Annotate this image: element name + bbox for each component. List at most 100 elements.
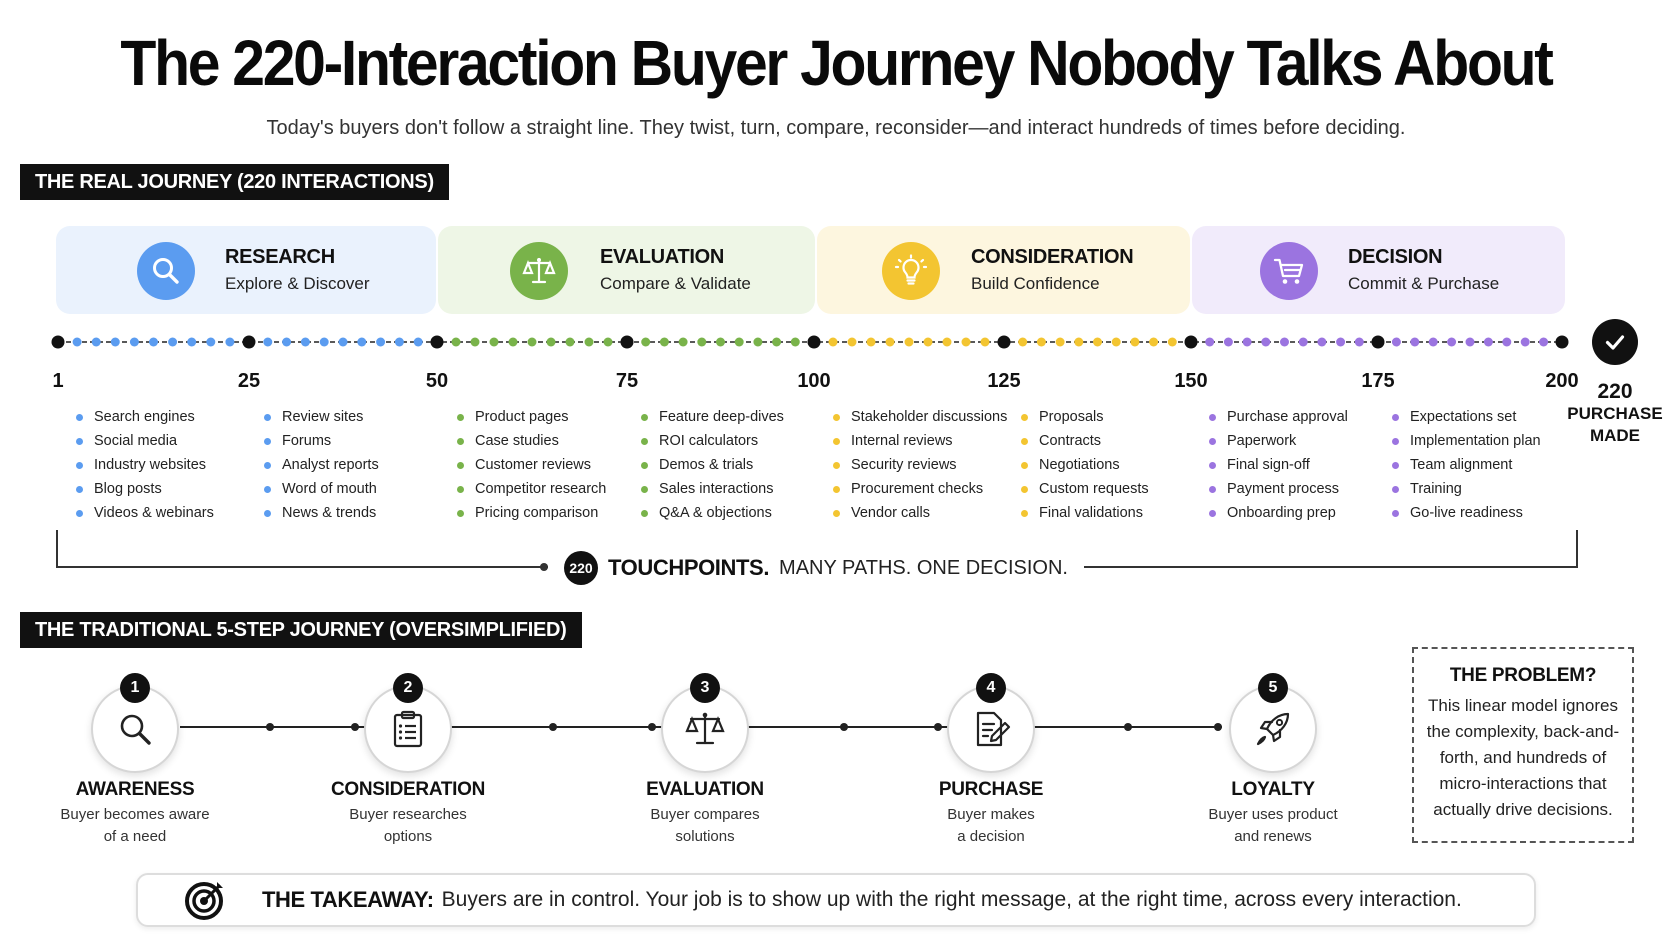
timeline-dot: [187, 337, 197, 347]
timeline-dot: [659, 337, 669, 347]
timeline-milestone: [430, 335, 444, 349]
bullet-item: Expectations set: [1392, 405, 1541, 429]
step-number: 3: [690, 673, 720, 703]
timeline-dot: [942, 337, 952, 347]
step-title: LOYALTY: [1231, 779, 1315, 800]
stage-name: CONSIDERATION: [971, 246, 1134, 268]
bullet-item: Vendor calls: [833, 501, 1007, 525]
step-desc-line: solutions: [675, 828, 735, 845]
timeline-milestone: [807, 335, 821, 349]
problem-callout: THE PROBLEM? This linear model ignores t…: [1412, 647, 1634, 843]
timeline-dot: [168, 337, 178, 347]
timeline-dot: [1298, 337, 1308, 347]
stage-consideration-card: CONSIDERATION Build Confidence: [817, 226, 1190, 314]
purchase-line2: MADE: [1589, 426, 1641, 445]
timeline-dot: [357, 337, 367, 347]
timeline-dot: [584, 337, 594, 347]
step-title: CONSIDERATION: [330, 779, 486, 800]
step-number: 5: [1258, 673, 1288, 703]
problem-title: THE PROBLEM?: [1449, 665, 1597, 686]
real-journey-label: THE REAL JOURNEY (220 INTERACTIONS): [20, 164, 449, 200]
stage-research-card: RESEARCH Explore & Discover: [56, 226, 436, 314]
step-title: AWARENESS: [75, 779, 195, 800]
step-title: PURCHASE: [938, 779, 1044, 800]
bullet-item: Q&A & objections: [641, 501, 784, 525]
timeline-dot: [603, 337, 613, 347]
timeline-dot: [772, 337, 782, 347]
timeline-dot: [546, 337, 556, 347]
timeline-dot: [149, 337, 158, 347]
timeline-dot: [376, 337, 386, 347]
timeline-dot: [470, 337, 480, 347]
bullet-item: Onboarding prep: [1209, 501, 1348, 525]
lightbulb-icon: [882, 242, 940, 300]
touchpoints-badge: 220: [564, 551, 598, 585]
purchase-number: 220: [1597, 380, 1633, 403]
bullet-item: Payment process: [1209, 477, 1348, 501]
bullet-item: Analyst reports: [264, 453, 379, 477]
tick-label: 150: [1174, 370, 1208, 392]
stage-decision-card: DECISION Commit & Purchase: [1192, 226, 1565, 314]
page-title: The 220-Interaction Buyer Journey Nobody…: [120, 27, 1553, 99]
timeline-dot: [753, 337, 763, 347]
timeline-dot: [1447, 337, 1457, 347]
timeline-dot: [110, 337, 120, 347]
timeline-dot: [1354, 337, 1364, 347]
bullet-item: Security reviews: [833, 453, 1007, 477]
stage-sub: Commit & Purchase: [1348, 274, 1500, 293]
timeline-dot: [716, 337, 725, 347]
bullet-item: Training: [1392, 477, 1541, 501]
bullet-item: Word of mouth: [264, 477, 379, 501]
bullet-item: Industry websites: [76, 453, 214, 477]
timeline-dot: [1093, 337, 1102, 347]
bullet-item: Feature deep-dives: [641, 405, 784, 429]
touchpoints-rest: MANY PATHS. ONE DECISION.: [779, 556, 1068, 579]
timeline-dot: [91, 337, 101, 347]
bullet-item: Review sites: [264, 405, 379, 429]
bullet-item: Proposals: [1021, 405, 1149, 429]
step-desc-line: of a need: [103, 828, 167, 845]
page-subtitle: Today's buyers don't follow a straight l…: [266, 117, 1406, 139]
bullet-item: Customer reviews: [457, 453, 606, 477]
timeline-dot: [1520, 337, 1530, 347]
step-desc-line: Buyer becomes aware: [60, 806, 210, 823]
timeline-dot: [413, 337, 423, 347]
cart-icon: [1260, 242, 1318, 300]
bullet-item: Negotiations: [1021, 453, 1149, 477]
timeline-dot: [1410, 337, 1420, 347]
takeaway-text: Buyers are in control. Your job is to sh…: [441, 888, 1462, 911]
timeline-dot: [508, 337, 518, 347]
timeline-dot: [527, 337, 537, 347]
timeline-dot: [1280, 337, 1289, 347]
scales-icon: [510, 242, 568, 300]
timeline-dot: [489, 337, 499, 347]
timeline-dot: [980, 337, 990, 347]
bullet-item: Competitor research: [457, 477, 606, 501]
timeline-milestone: [242, 335, 256, 349]
purchase-line1: PURCHASE: [1567, 404, 1663, 423]
timeline-dot: [1317, 337, 1327, 347]
takeaway-label: THE TAKEAWAY:: [262, 887, 434, 912]
bullet-item: Stakeholder discussions: [833, 405, 1007, 429]
timeline-dot: [1261, 337, 1271, 347]
scales-icon: [685, 712, 725, 745]
timeline-milestone: [997, 335, 1011, 349]
checkmark-icon: [1592, 319, 1638, 365]
clipboard-icon: [393, 710, 423, 748]
timeline-dot: [225, 337, 235, 347]
problem-text: This linear model ignores the complexity…: [1426, 696, 1620, 819]
timeline-dot: [1205, 337, 1215, 347]
interaction-timeline: [51, 335, 1569, 349]
bullet-item: Purchase approval: [1209, 405, 1348, 429]
timeline-dot: [72, 337, 82, 347]
step-desc-line: Buyer researches: [349, 806, 467, 823]
bullet-item: Social media: [76, 429, 214, 453]
tick-label: 1: [52, 370, 64, 392]
timeline-dot: [1428, 337, 1438, 347]
stage-sub: Explore & Discover: [225, 274, 370, 293]
document-pen-icon: [976, 711, 1011, 747]
search-icon: [120, 714, 151, 745]
